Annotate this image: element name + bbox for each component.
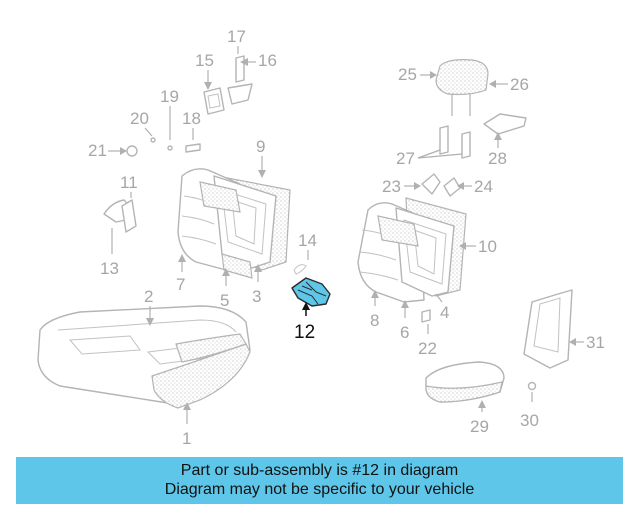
seat-cushion-part: [37, 305, 251, 409]
info-banner: Part or sub-assembly is #12 in diagram D…: [16, 457, 623, 504]
svg-text:10: 10: [478, 237, 497, 256]
label-29: 29: [470, 400, 489, 436]
svg-text:9: 9: [256, 137, 265, 156]
recliner-bracket-part: [103, 199, 137, 233]
svg-text:2: 2: [144, 287, 153, 306]
label-22: 22: [418, 309, 437, 358]
label-27: 27: [396, 149, 463, 168]
svg-text:1: 1: [182, 429, 191, 448]
label-7: 7: [176, 254, 186, 294]
svg-text:14: 14: [298, 231, 317, 250]
label-25: 25: [398, 65, 437, 84]
banner-line-disclaimer: Diagram may not be specific to your vehi…: [164, 481, 475, 498]
svg-text:4: 4: [440, 303, 449, 322]
armrest-part: [425, 361, 505, 403]
label-14: 14: [293, 231, 317, 275]
label-5: 5: [220, 268, 230, 310]
svg-text:22: 22: [418, 339, 437, 358]
svg-text:29: 29: [470, 417, 489, 436]
svg-text:20: 20: [130, 109, 149, 128]
svg-text:5: 5: [220, 291, 229, 310]
svg-text:28: 28: [488, 149, 507, 168]
label-31: 31: [569, 333, 605, 352]
label-4: 4: [435, 293, 449, 322]
parts-diagram: 2 1 9 7 5 3: [37, 27, 605, 448]
label-12: 12: [294, 302, 315, 343]
label-2: 2: [144, 287, 154, 326]
svg-text:23: 23: [382, 177, 401, 196]
svg-text:27: 27: [396, 149, 415, 168]
svg-text:26: 26: [510, 75, 529, 94]
label-9: 9: [256, 137, 266, 178]
label-3: 3: [252, 264, 262, 306]
svg-text:15: 15: [195, 51, 214, 70]
svg-text:21: 21: [88, 141, 107, 160]
svg-text:11: 11: [120, 173, 138, 192]
label-30: 30: [520, 381, 539, 430]
svg-text:31: 31: [586, 333, 605, 352]
trim-clip-parts: [421, 173, 461, 197]
svg-text:8: 8: [370, 311, 379, 330]
label-24: 24: [457, 177, 493, 196]
label-16: 16: [240, 51, 277, 70]
label-1: 1: [182, 402, 191, 448]
label-10: 10: [459, 237, 497, 256]
svg-text:7: 7: [176, 275, 185, 294]
svg-text:18: 18: [182, 109, 201, 128]
label-13: 13: [100, 228, 119, 278]
right-seatback-part: [357, 197, 467, 303]
label-28: 28: [488, 132, 507, 168]
label-19: 19: [160, 87, 179, 140]
svg-text:30: 30: [520, 411, 539, 430]
label-23: 23: [382, 177, 421, 196]
svg-text:25: 25: [398, 65, 417, 84]
label-26: 26: [489, 75, 529, 94]
side-panel-part: [523, 289, 573, 369]
label-15: 15: [195, 51, 214, 90]
label-11: 11: [120, 173, 138, 198]
svg-text:3: 3: [252, 287, 261, 306]
svg-text:16: 16: [258, 51, 277, 70]
highlighted-part-12[interactable]: [291, 277, 331, 307]
label-6: 6: [400, 300, 409, 342]
svg-text:24: 24: [474, 177, 493, 196]
svg-text:17: 17: [227, 27, 246, 46]
label-17: 17: [227, 27, 246, 54]
headrest-guide-part: [126, 55, 253, 157]
label-20: 20: [130, 109, 153, 137]
left-seatback-part: [177, 168, 291, 279]
banner-line-part-number: Part or sub-assembly is #12 in diagram: [180, 462, 459, 479]
label-8: 8: [370, 290, 379, 330]
svg-text:6: 6: [400, 323, 409, 342]
svg-text:19: 19: [160, 87, 179, 106]
svg-text:13: 13: [100, 259, 119, 278]
label-18: 18: [182, 109, 201, 140]
headrest-part: [435, 59, 527, 159]
label-21: 21: [88, 141, 127, 160]
svg-text:12: 12: [294, 322, 315, 343]
